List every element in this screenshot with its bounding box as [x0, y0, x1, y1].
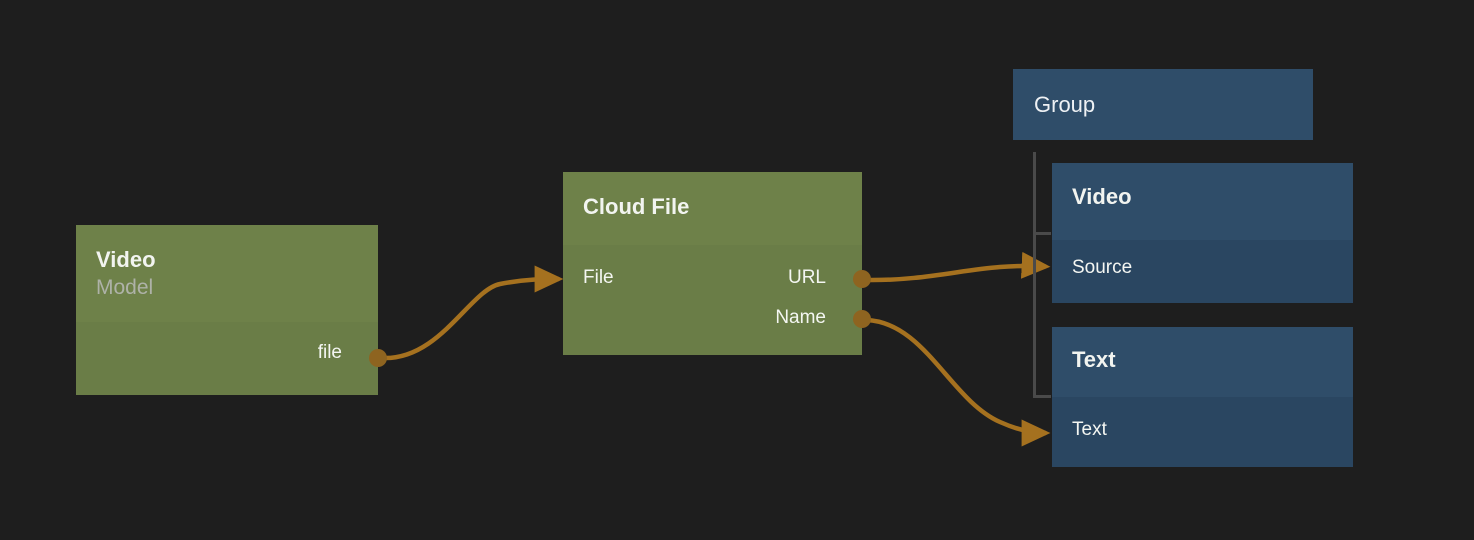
input-port-label-text: Text [1072, 419, 1107, 440]
node-cloud-file-header[interactable]: Cloud File [563, 172, 862, 245]
node-cloud-file[interactable]: Cloud File File URL Name [563, 172, 871, 355]
group-tree-vertical-line [1033, 152, 1036, 398]
node-group-video-body[interactable]: Source [1052, 240, 1353, 303]
node-cloud-file-body[interactable]: File URL Name [563, 245, 862, 355]
node-video-model[interactable]: Video Model file [76, 225, 387, 395]
group-tree-stub-text [1033, 395, 1051, 398]
node-group-text-header[interactable]: Text [1052, 327, 1353, 397]
node-video-model-header[interactable]: Video Model [76, 225, 378, 322]
node-cloud-file-title: Cloud File [583, 194, 690, 219]
group-title: Group [1034, 92, 1096, 117]
group-header[interactable]: Group [1013, 69, 1313, 140]
edge-file-to-cloudfile [380, 265, 564, 361]
output-port-label-name: Name [775, 307, 826, 328]
node-group-video-header[interactable]: Video [1052, 163, 1353, 240]
node-video-model-title: Video [96, 247, 156, 272]
node-group-video[interactable]: Video Source [1052, 163, 1353, 303]
output-port-label-url: URL [787, 267, 826, 288]
node-video-model-subtitle: Model [96, 276, 154, 299]
node-group-video-title: Video [1072, 184, 1132, 209]
edge-name-to-text [863, 317, 1051, 447]
group-tree-stub-video [1033, 232, 1051, 235]
edge-url-to-source [863, 251, 1051, 283]
output-port-name[interactable] [853, 310, 871, 328]
output-port-file[interactable] [369, 349, 387, 367]
port-label-file: file [317, 342, 342, 363]
output-port-url[interactable] [853, 270, 871, 288]
node-group-text[interactable]: Text Text [1052, 327, 1353, 467]
input-port-label-file: File [583, 267, 614, 288]
node-group-text-title: Text [1072, 347, 1116, 372]
node-group-text-body[interactable]: Text [1052, 397, 1353, 467]
input-port-label-source: Source [1072, 257, 1133, 278]
node-video-model-body[interactable]: file [76, 322, 378, 395]
